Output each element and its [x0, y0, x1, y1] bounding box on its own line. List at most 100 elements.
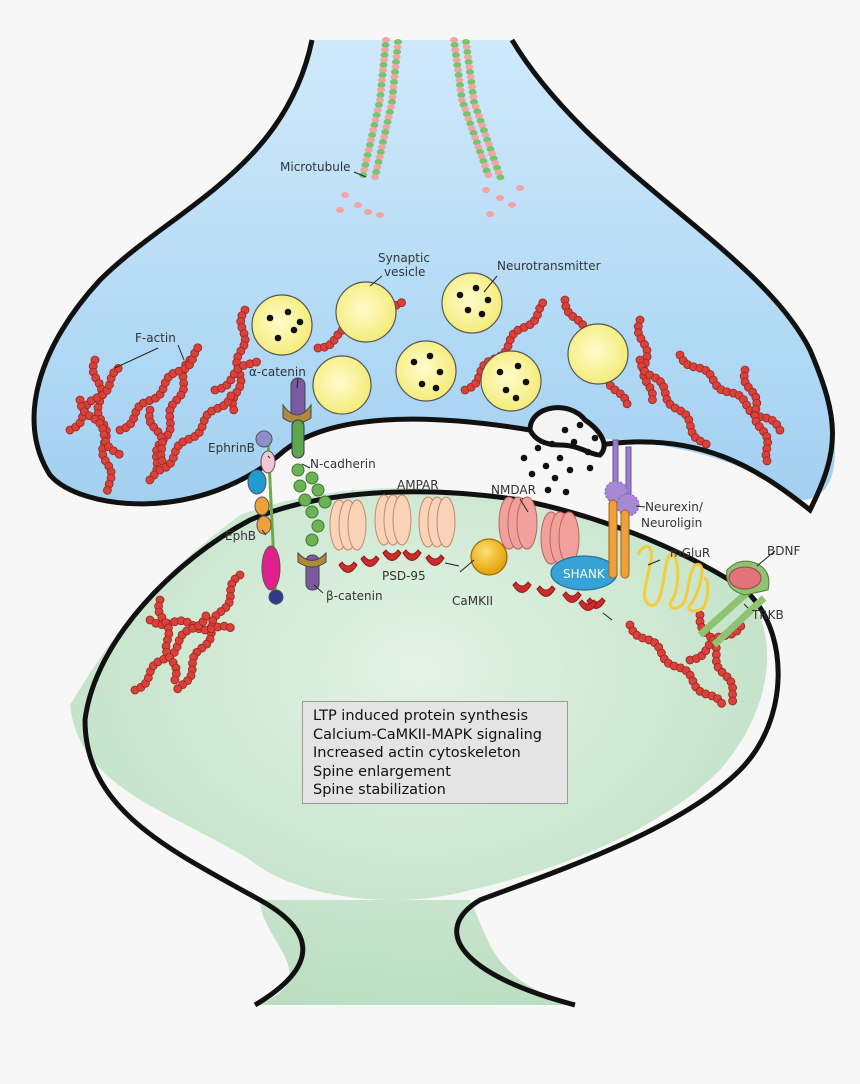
psd-95-unit	[402, 549, 422, 561]
tubulin	[489, 155, 498, 162]
tubulin	[470, 99, 478, 105]
tubulin	[468, 84, 476, 90]
tubulin	[452, 52, 460, 58]
tubulin	[389, 89, 397, 95]
tubulin	[369, 127, 378, 133]
tubulin	[374, 159, 383, 165]
tubulin	[390, 79, 398, 85]
label-nmdar: NMDAR	[491, 483, 536, 497]
presynaptic-terminal	[34, 40, 836, 504]
tubulin	[376, 92, 385, 98]
vesicle	[567, 323, 629, 385]
neurotransmitter-molecule	[562, 488, 570, 496]
tubulin	[481, 162, 490, 169]
neurotransmitter-molecule	[584, 448, 592, 456]
neurotransmitter-molecule	[561, 426, 569, 434]
neurotransmitter-molecule	[548, 440, 556, 448]
actin-bead	[157, 456, 167, 466]
actin-bead	[114, 449, 124, 459]
tubulin	[392, 54, 401, 60]
tubulin	[370, 122, 379, 128]
label-synaptic-vesicle-line1: Synaptic	[378, 251, 430, 265]
tubulin	[392, 59, 400, 65]
tubulin	[462, 44, 471, 50]
ltp-effects-box: LTP induced protein synthesis Calcium-Ca…	[302, 701, 568, 804]
psd-95-unit	[536, 585, 556, 597]
label-microtubule: Microtubule	[280, 160, 351, 174]
psd-95-unit	[512, 581, 532, 593]
neurotransmitter-molecule	[534, 444, 542, 452]
vesicle	[480, 350, 542, 412]
tubulin	[367, 137, 375, 143]
tubulin	[496, 195, 504, 201]
actin-bead	[728, 696, 738, 706]
label-n-cadherin: N-cadherin	[310, 457, 376, 471]
tubulin	[463, 49, 472, 55]
tubulin	[464, 59, 473, 65]
psd-95-unit	[425, 554, 445, 566]
ephrinb-body	[260, 450, 276, 474]
actin-bead	[226, 391, 236, 401]
tubulin	[371, 174, 380, 180]
actin-bead	[170, 675, 180, 685]
cadherin-domain	[293, 479, 307, 493]
neurotransmitter-molecule	[502, 386, 510, 394]
tubulin	[471, 103, 480, 110]
tubulin	[380, 134, 389, 140]
tubulin	[373, 164, 382, 170]
tubulin	[389, 84, 398, 90]
tubulin	[461, 106, 470, 113]
ephb-kinase	[261, 545, 281, 591]
tubulin	[462, 111, 471, 118]
tubulin	[469, 129, 478, 136]
tubulin	[452, 57, 461, 63]
psd-95-unit	[562, 591, 582, 603]
tubulin	[360, 167, 369, 173]
tubulin	[393, 44, 402, 50]
tubulin	[472, 139, 481, 146]
tubulin	[386, 104, 395, 110]
cadherin-domain	[311, 519, 325, 533]
tubulin	[391, 64, 400, 70]
tubulin	[382, 37, 390, 43]
tubulin	[377, 82, 386, 88]
tubulin	[477, 153, 486, 160]
tubulin	[376, 97, 384, 103]
ltp-effect-line: Increased actin cytoskeleton	[313, 745, 521, 761]
label-bdnf: BDNF	[767, 544, 800, 558]
tubulin	[372, 112, 381, 118]
ephrinb-head	[255, 430, 273, 448]
tubulin	[341, 192, 349, 198]
psd-95-unit	[382, 549, 402, 561]
neurotransmitter-molecule	[290, 326, 298, 334]
tubulin	[383, 119, 392, 125]
ltp-effect-line: LTP induced protein synthesis	[313, 708, 529, 724]
neurotransmitter-molecule	[522, 378, 530, 386]
vesicle	[441, 272, 503, 334]
neurotransmitter-molecule	[544, 486, 552, 494]
neurotransmitter-molecule	[284, 308, 292, 316]
tubulin	[481, 131, 490, 138]
tubulin	[454, 67, 462, 73]
label-camkii: CaMKII	[452, 594, 493, 608]
actin-bead	[775, 425, 785, 435]
neurotransmitter-molecule	[591, 434, 599, 442]
neurotransmitter-molecule	[274, 334, 282, 342]
tubulin	[484, 172, 493, 179]
cadherin-domain	[298, 493, 312, 507]
label-beta-catenin: β-catenin	[326, 589, 383, 603]
ltp-effect-line: Calcium-CaMKII-MAPK signaling	[313, 726, 543, 743]
tubulin	[336, 207, 344, 213]
tubulin	[467, 125, 476, 132]
neurotransmitter-molecule	[426, 352, 434, 360]
tubulin	[478, 122, 487, 129]
tubulin	[376, 149, 385, 155]
actin-bead	[701, 439, 711, 449]
ltp-effect-line: Spine enlargement	[313, 763, 451, 780]
tubulin	[381, 42, 390, 48]
nmdar-receptors	[498, 496, 580, 565]
tubulin	[363, 152, 372, 158]
tubulin	[376, 212, 384, 218]
